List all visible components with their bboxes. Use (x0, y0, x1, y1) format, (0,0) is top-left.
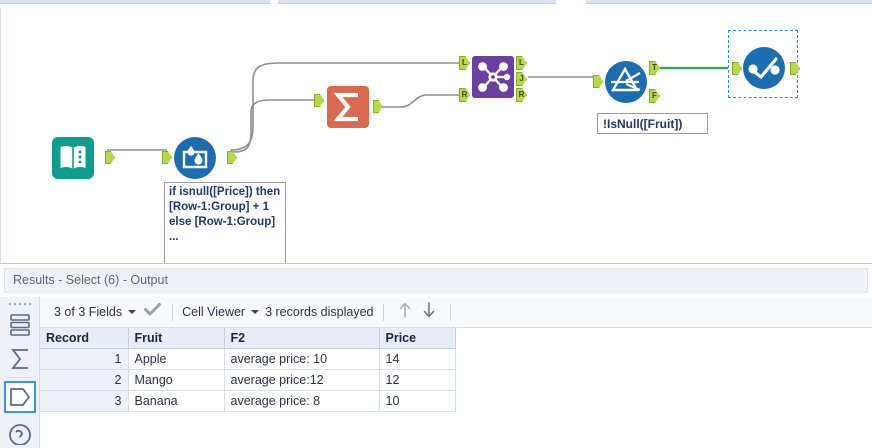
toolbar-separator-2 (382, 303, 384, 321)
results-body: 3 of 3 Fields Cell Viewer 3 records disp… (0, 297, 872, 448)
input-data-tool[interactable] (51, 136, 95, 180)
fields-caret-icon[interactable] (128, 310, 137, 314)
table-row[interactable]: 1 Apple average price: 10 14 (40, 348, 456, 370)
cell-record[interactable]: 1 (40, 348, 129, 370)
filter-input-anchor[interactable] (593, 75, 603, 88)
results-data-grid[interactable]: Record Fruit F2 Price 1 Apple average pr… (40, 328, 872, 448)
table-row[interactable]: 2 Mango average price:12 12 (40, 369, 456, 391)
summarize-tool[interactable] (326, 85, 370, 129)
rail-item-summary[interactable] (4, 343, 36, 375)
cell-viewer-caret-icon[interactable] (251, 310, 260, 314)
filter-annotation: !IsNull([Fruit]) (597, 113, 708, 134)
cell-fruit[interactable]: Banana (128, 390, 225, 412)
select-tool[interactable] (742, 46, 786, 90)
join-left-input-anchor[interactable]: L (459, 56, 470, 70)
rail-item-profile[interactable] (4, 417, 36, 448)
cell-price[interactable]: 12 (379, 369, 456, 391)
filter-tool[interactable] (604, 60, 648, 104)
results-panel-title: Results - Select (6) - Output (4, 268, 868, 293)
tab-underline-2 (278, 3, 556, 4)
join-tool[interactable] (471, 55, 515, 99)
cell-f2[interactable]: average price:12 (224, 369, 380, 391)
filter-false-output-anchor[interactable]: F (649, 89, 660, 103)
sigma-icon (11, 349, 28, 369)
tab-underline-3 (586, 3, 872, 4)
multi-row-formula-output-anchor[interactable] (227, 151, 237, 164)
cell-viewer-label[interactable]: Cell Viewer (182, 305, 246, 319)
join-left-output-anchor[interactable]: L (516, 56, 527, 70)
table-header-row: Record Fruit F2 Price (40, 328, 456, 349)
column-header-record[interactable]: Record (40, 328, 129, 349)
filter-true-output-anchor[interactable]: T (649, 61, 660, 75)
multi-row-formula-tool[interactable] (173, 136, 217, 180)
results-table: Record Fruit F2 Price 1 Apple average pr… (40, 328, 456, 412)
results-panel: Results - Select (6) - Output (0, 263, 872, 448)
rows-icon (10, 314, 30, 336)
sigma-icon (327, 86, 369, 128)
rail-separator (7, 377, 33, 378)
cell-fruit[interactable]: Mango (128, 369, 225, 391)
cell-record[interactable]: 3 (40, 390, 129, 412)
toolbar-separator-3 (449, 303, 451, 321)
circle-icon (9, 424, 31, 445)
toolbar-separator-1 (172, 303, 174, 321)
join-right-input-anchor[interactable]: R (459, 88, 470, 102)
hexagon-icon (10, 388, 30, 406)
rail-item-data[interactable] (4, 381, 36, 413)
cell-fruit[interactable]: Apple (128, 348, 225, 370)
summarize-output-anchor[interactable] (373, 100, 383, 113)
check-line-icon (743, 47, 785, 89)
tab-edge-3[interactable] (586, 0, 872, 3)
tab-edge-2[interactable] (278, 0, 556, 3)
column-header-price[interactable]: Price (379, 328, 456, 349)
bucket-drop-icon (174, 137, 216, 179)
cell-price[interactable]: 10 (379, 390, 456, 412)
join-right-output-anchor[interactable]: R (516, 88, 527, 102)
checkmark-icon[interactable] (144, 302, 162, 322)
select-input-anchor[interactable] (732, 62, 742, 75)
join-nodes-icon (472, 56, 514, 98)
select-output-anchor[interactable] (790, 62, 800, 75)
funnel-icon (605, 61, 647, 103)
results-toolbar: 3 of 3 Fields Cell Viewer 3 records disp… (40, 297, 872, 328)
connection-wires (107, 62, 737, 153)
tab-underline-1 (0, 3, 270, 4)
column-header-f2[interactable]: F2 (224, 328, 380, 349)
rail-item-records[interactable] (4, 309, 36, 341)
join-join-output-anchor[interactable]: J (516, 72, 527, 86)
multi-row-formula-annotation: if isnull([Price]) then [Row-1:Group] + … (164, 182, 286, 263)
cell-record[interactable]: 2 (40, 369, 129, 391)
input-data-output-anchor[interactable] (105, 151, 115, 164)
tab-edge-1[interactable] (0, 0, 270, 3)
cell-f2[interactable]: average price: 8 (224, 390, 380, 412)
summarize-input-anchor[interactable] (314, 94, 324, 107)
cell-f2[interactable]: average price: 10 (224, 348, 380, 370)
table-row[interactable]: 3 Banana average price: 8 10 (40, 390, 456, 412)
column-header-fruit[interactable]: Fruit (128, 328, 225, 349)
records-displayed-label: 3 records displayed (265, 305, 374, 319)
fields-selector-label[interactable]: 3 of 3 Fields (54, 305, 123, 319)
rail-grip-handle[interactable] (9, 301, 31, 307)
book-icon (52, 137, 94, 179)
multi-row-formula-input-anchor[interactable] (162, 151, 172, 164)
tab-strip (0, 0, 872, 8)
arrow-down-icon[interactable] (421, 301, 437, 324)
workflow-canvas[interactable]: L R L J R (0, 8, 872, 263)
arrow-up-icon[interactable] (397, 301, 413, 324)
cell-price[interactable]: 14 (379, 348, 456, 370)
results-icon-rail (0, 297, 40, 448)
